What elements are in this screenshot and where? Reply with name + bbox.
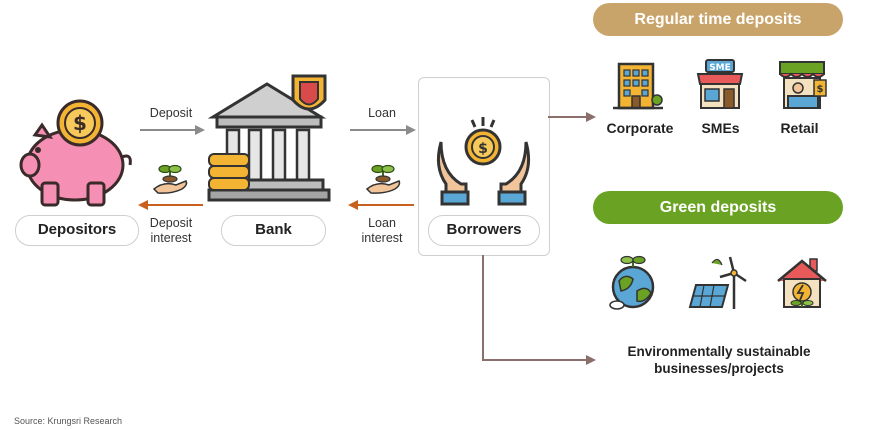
green-connector — [482, 255, 596, 365]
depositors-label: Depositors — [15, 215, 139, 246]
category-smes: SMEs — [701, 120, 740, 136]
svg-text:$: $ — [817, 84, 824, 95]
source-note: Source: Krungsri Research — [14, 416, 123, 426]
seedling-hand-icon — [365, 164, 401, 194]
loan-interest-label: Loan interest — [361, 216, 403, 245]
svg-text:$: $ — [478, 141, 488, 157]
green-deposits-banner: Green deposits — [593, 191, 843, 224]
sme-shop-icon: SME — [696, 59, 744, 109]
deposit-label: Deposit — [149, 106, 193, 120]
hands-coin-icon: $ — [436, 117, 531, 206]
eco-house-icon — [777, 258, 827, 308]
piggy-bank-icon: $ — [19, 99, 132, 207]
bank-icon — [207, 74, 331, 202]
svg-text:SME: SME — [709, 63, 731, 73]
retail-stall-icon: $ — [779, 61, 827, 109]
loan-label: Loan — [368, 106, 396, 120]
category-corporate: Corporate — [606, 120, 674, 136]
bank-label: Bank — [221, 215, 326, 246]
category-retail: Retail — [780, 120, 819, 136]
office-building-icon — [613, 62, 663, 110]
regular-deposits-banner: Regular time deposits — [593, 3, 843, 36]
green-target-text: Environmentally sustainable businesses/p… — [627, 344, 811, 376]
solar-wind-icon — [688, 256, 747, 309]
earth-plant-icon — [609, 255, 655, 310]
svg-text:$: $ — [73, 111, 87, 135]
deposit-interest-label: Deposit interest — [149, 216, 193, 245]
borrowers-label: Borrowers — [428, 215, 540, 246]
seedling-hand-icon — [152, 164, 188, 194]
